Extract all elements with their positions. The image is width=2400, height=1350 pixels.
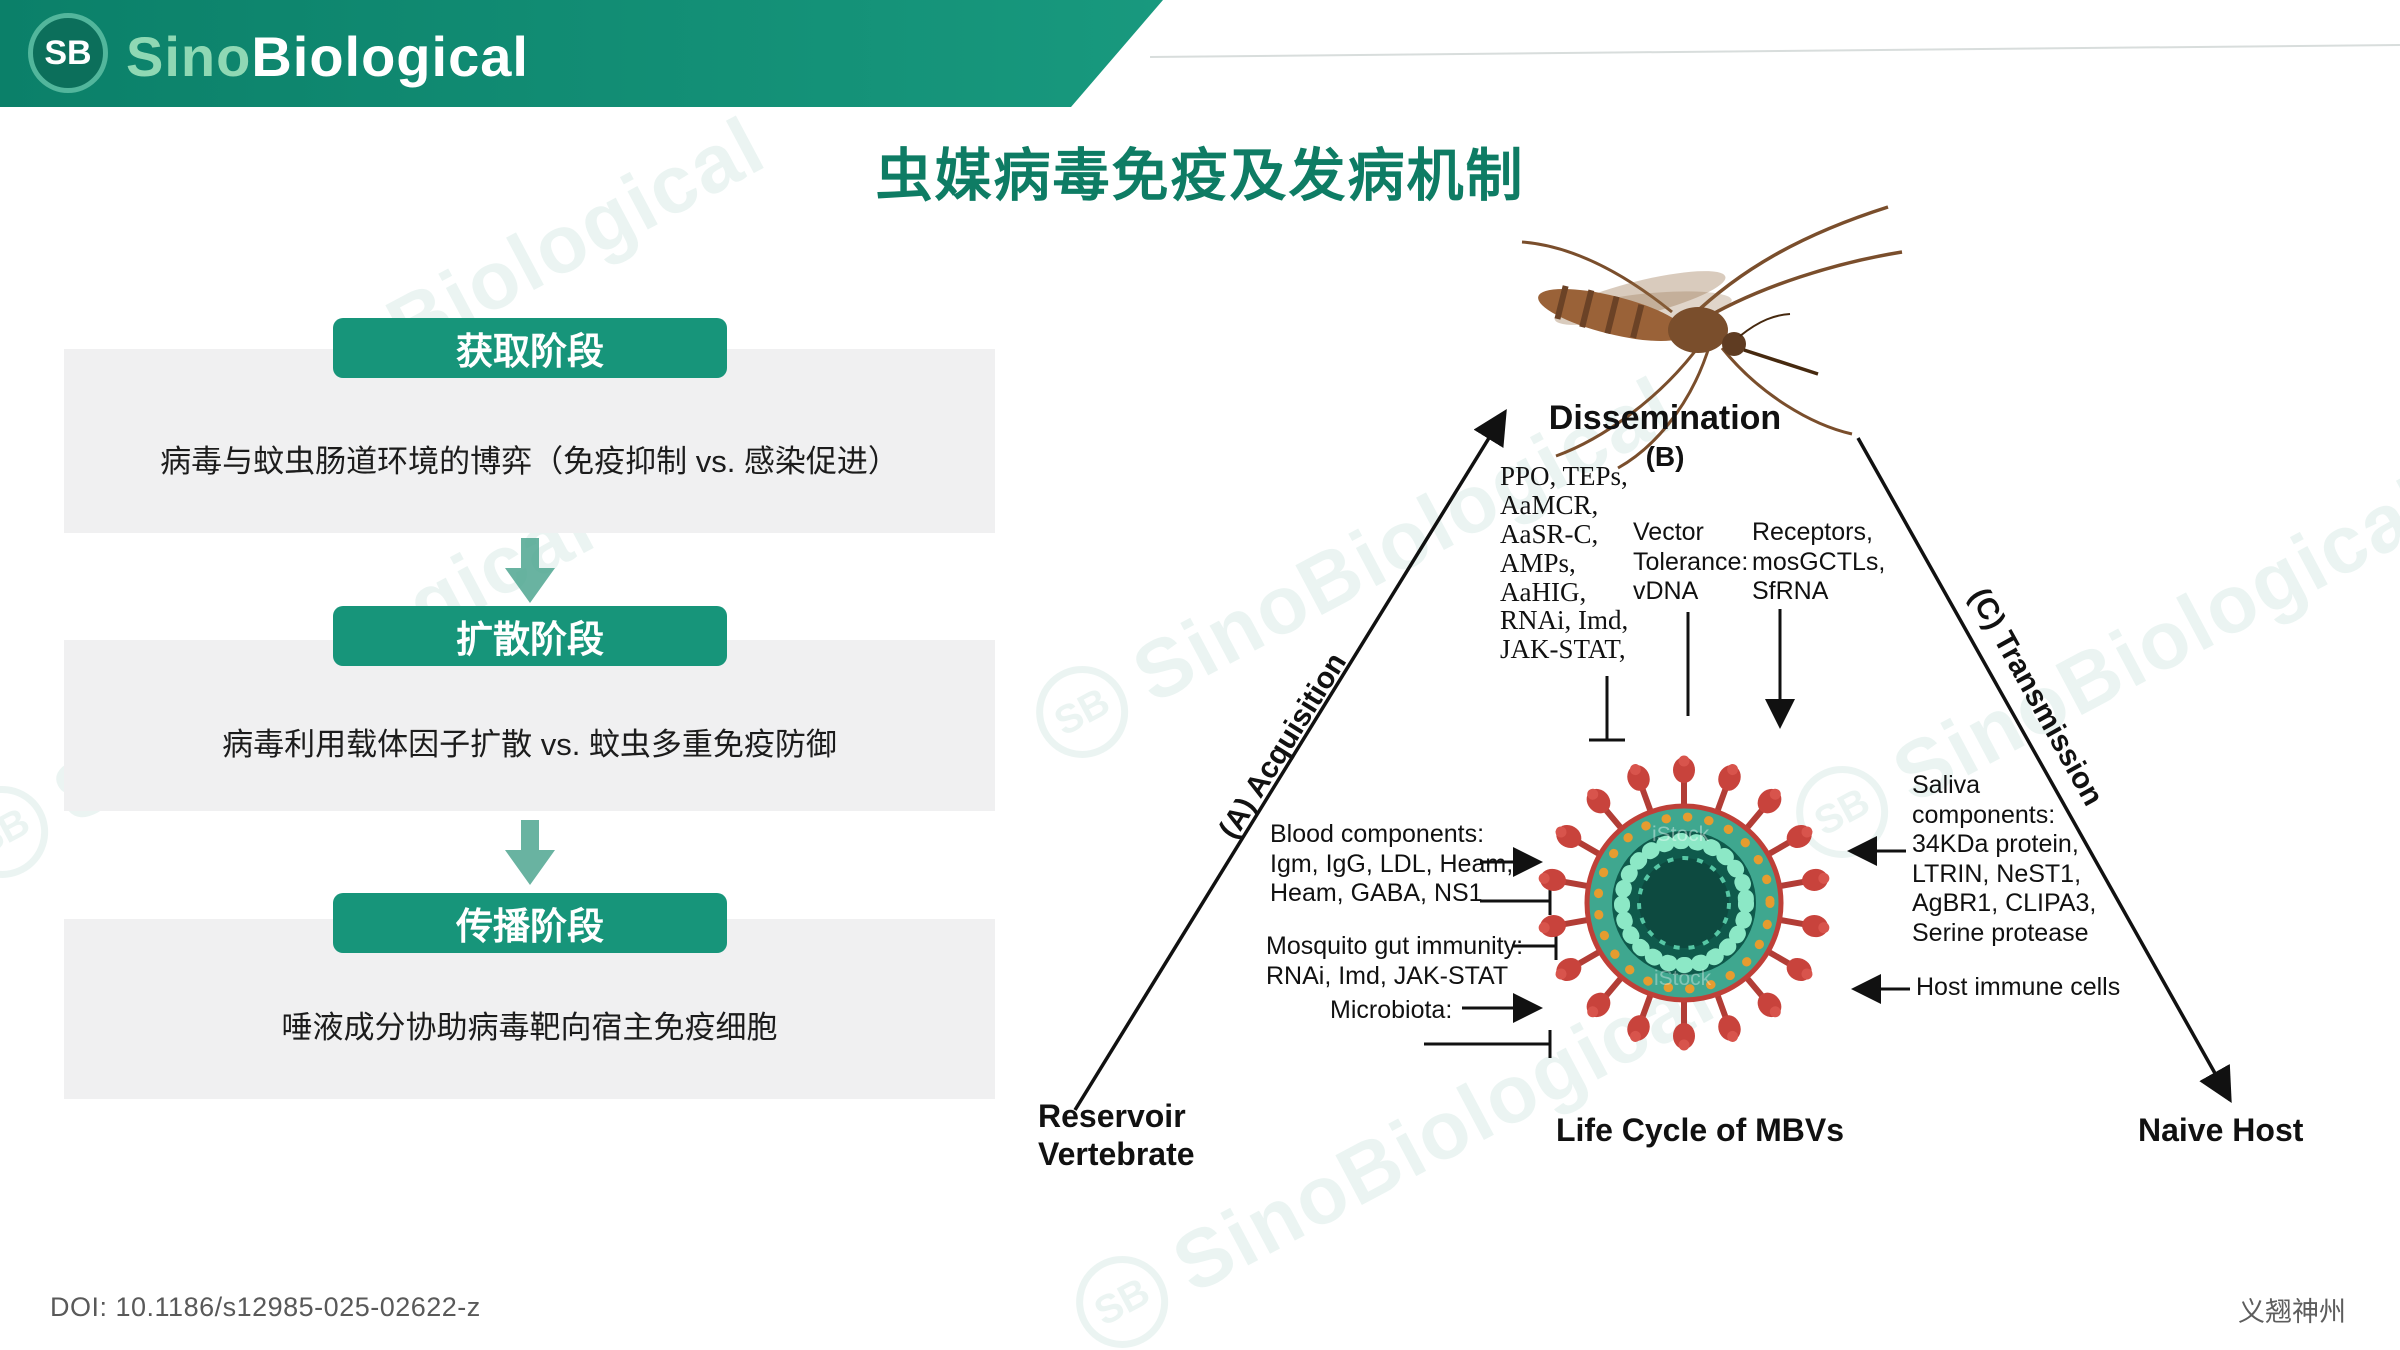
stage-box-acquisition [64, 349, 995, 533]
header-banner [0, 0, 1163, 107]
stage-box-dissemination [64, 640, 995, 811]
immune-factors-inhibition-connector [1589, 676, 1625, 742]
istock-watermark: iStock [1654, 967, 1712, 990]
vector-tolerance-label: Vector Tolerance: vDNA [1633, 518, 1749, 605]
virus-particle: iStock iStock [1537, 756, 1831, 1051]
watermark-text: SinoBiological [1878, 459, 2400, 821]
stage-button-dissemination: 扩散阶段 [333, 606, 727, 666]
watermark-sb-circle: SB [0, 769, 65, 895]
host-immune-cells-label: Host immune cells [1916, 973, 2121, 1001]
flow-down-arrow [505, 538, 555, 603]
doi-text: DOI: 10.1186/s12985-025-02622-z [50, 1292, 481, 1322]
reservoir-vertebrate-label: Reservoir Vertebrate [1038, 1098, 1195, 1172]
microbiota-label: Microbiota: [1330, 996, 1453, 1024]
stage-desc-dissemination: 病毒利用载体因子扩散 vs. 蚊虫多重免疫防御 [222, 727, 837, 762]
stage-desc-acquisition: 病毒与蚊虫肠道环境的博弈（免疫抑制 vs. 感染促进） [160, 444, 899, 479]
brand-sino: Sino [126, 25, 252, 88]
dissemination-label: Dissemination [1548, 399, 1782, 437]
watermark-sb-circle: SB [1019, 649, 1145, 775]
sb-logo: SB [28, 13, 108, 93]
watermark-sb-circle: SB [1779, 749, 1905, 875]
istock-watermark: iStock [1652, 823, 1710, 846]
receptors-label: Receptors, mosGCTLs, SfRNA [1752, 518, 1886, 605]
saliva-components-label: Saliva components: 34KDa protein, LTRIN,… [1912, 771, 2097, 947]
stage-desc-transmission: 唾液成分协助病毒靶向宿主免疫细胞 [281, 1010, 778, 1045]
stage-button-acquisition: 获取阶段 [333, 318, 727, 378]
life-cycle-label: Life Cycle of MBVs [1555, 1112, 1845, 1148]
flow-down-arrow [505, 820, 555, 885]
acquisition-label: (A) Acquisition [1212, 647, 1354, 845]
brand-biological: Biological [251, 25, 529, 88]
watermark-sb-circle: SB [1059, 1239, 1185, 1350]
naive-host-label: Naive Host [2138, 1112, 2304, 1148]
page-title: 虫媒病毒免疫及发病机制 [875, 144, 1525, 208]
header-divider-line [1150, 44, 2400, 58]
gut-immunity-label: Mosquito gut immunity: RNAi, Imd, JAK-ST… [1266, 932, 1524, 990]
mosquito-immune-factors-list: PPO, TEPs, AaMCR, AaSR-C, AMPs, AaHIG, R… [1500, 461, 1629, 665]
brand-wordmark: SinoBiological [126, 24, 529, 89]
blood-components-label: Blood components: Igm, IgG, LDL, Heam, H… [1270, 820, 1514, 907]
stage-button-transmission: 传播阶段 [333, 893, 727, 953]
company-name: 义翘神州 [2238, 1297, 2346, 1327]
